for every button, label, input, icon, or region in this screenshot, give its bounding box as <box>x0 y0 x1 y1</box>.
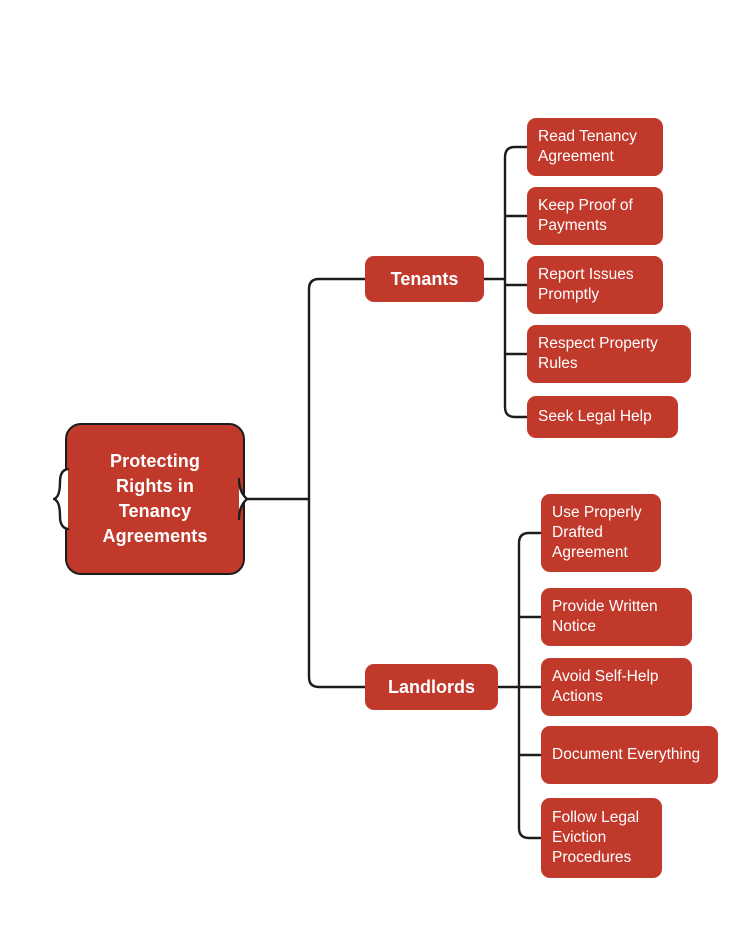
root-brace-decoration <box>53 468 69 530</box>
leaf-node-report-issues-promptly[interactable]: Report Issues Promptly <box>527 256 663 314</box>
branch-node-landlords-label: Landlords <box>387 676 475 697</box>
leaf-node-avoid-self-help-actions[interactable]: Avoid Self-Help Actions <box>541 658 692 716</box>
leaf-node-label: Avoid Self-Help Actions <box>552 668 659 705</box>
wire-trunk-branches <box>307 277 367 689</box>
leaf-node-use-properly-drafted-agreement[interactable]: Use Properly Drafted Agreement <box>541 494 661 572</box>
leaf-node-label: Report Issues Promptly <box>538 266 634 303</box>
leaf-node-label: Document Everything <box>552 746 701 763</box>
wire-landlords-trunk <box>517 531 543 840</box>
leaf-node-keep-proof-of-payments[interactable]: Keep Proof of Payments <box>527 187 663 245</box>
leaf-node-label: Follow Legal Eviction Procedures <box>552 809 640 866</box>
branch-node-tenants[interactable]: Tenants <box>365 256 484 302</box>
leaf-node-label: Keep Proof of Payments <box>538 197 633 234</box>
leaf-node-label: Read Tenancy Agreement <box>538 128 637 165</box>
wire-tenants-trunk <box>503 145 529 419</box>
leaf-node-read-tenancy-agreement[interactable]: Read Tenancy Agreement <box>527 118 663 176</box>
leaf-node-label: Use Properly Drafted Agreement <box>552 504 642 561</box>
branch-node-landlords[interactable]: Landlords <box>365 664 498 710</box>
leaf-node-follow-legal-eviction-procedures[interactable]: Follow Legal Eviction Procedures <box>541 798 662 878</box>
branch-node-tenants-label: Tenants <box>390 268 459 289</box>
leaf-node-seek-legal-help[interactable]: Seek Legal Help <box>527 396 678 438</box>
leaf-node-respect-property-rules[interactable]: Respect Property Rules <box>527 325 691 383</box>
leaf-node-document-everything[interactable]: Document Everything <box>541 726 718 784</box>
leaf-node-label: Respect Property Rules <box>538 335 658 372</box>
leaf-node-label: Seek Legal Help <box>538 408 652 425</box>
leaf-node-label: Provide Written Notice <box>552 598 658 635</box>
leaf-node-provide-written-notice[interactable]: Provide Written Notice <box>541 588 692 646</box>
root-connector-nub <box>238 478 249 520</box>
